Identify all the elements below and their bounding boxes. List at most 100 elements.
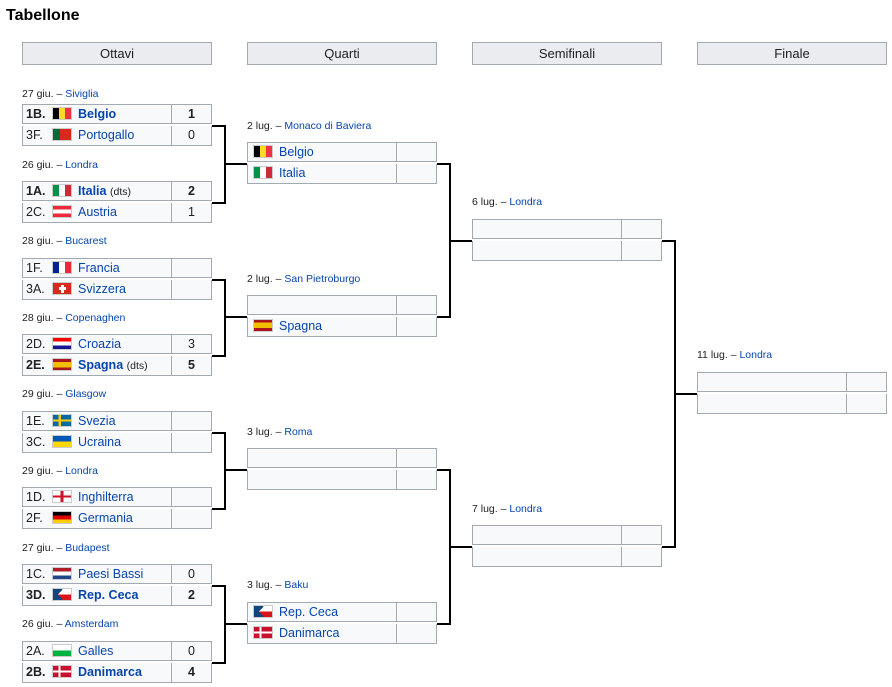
cz-flag-icon xyxy=(253,605,273,618)
match-info: 26 giu. – Londra xyxy=(22,159,98,171)
seed-label: 2D. xyxy=(26,337,46,351)
team-name-link[interactable]: Italia xyxy=(279,166,306,180)
bracket-line xyxy=(224,163,247,165)
bracket-line xyxy=(674,393,697,395)
score-cell: 2 xyxy=(172,586,212,606)
match-city-link[interactable]: Londra xyxy=(739,349,773,361)
score-cell xyxy=(397,470,437,490)
team-name-link[interactable]: Belgio xyxy=(78,107,117,121)
team-name-link[interactable]: Ucraina xyxy=(78,435,122,449)
bracket-line xyxy=(224,469,247,471)
team-cell xyxy=(247,470,397,490)
bracket-line xyxy=(212,355,224,357)
match-city-link[interactable]: Bucarest xyxy=(65,235,107,247)
match-date: 26 giu. – xyxy=(22,618,63,630)
team-name-link[interactable]: Portogallo xyxy=(78,128,135,142)
team-name-link[interactable]: Rep. Ceca xyxy=(78,588,139,602)
match-info: 27 giu. – Siviglia xyxy=(22,88,98,100)
extra-time-note: (dts) xyxy=(109,186,131,198)
match-city-link[interactable]: Budapest xyxy=(65,542,110,554)
match-city-link[interactable]: Londra xyxy=(65,159,98,171)
team-name-link[interactable]: Svezia xyxy=(78,414,116,428)
match-info: 29 giu. – Londra xyxy=(22,465,98,477)
team-name-link[interactable]: Inghilterra xyxy=(78,490,134,504)
be-flag-icon xyxy=(253,145,273,158)
team-cell xyxy=(472,241,622,261)
team-cell: 1D. Inghilterra xyxy=(22,487,172,507)
bracket-line xyxy=(212,202,224,204)
page-title: Tabellone xyxy=(6,7,80,24)
match-city-link[interactable]: Glasgow xyxy=(65,388,107,400)
seed-label: 1D. xyxy=(26,490,46,504)
match-city-link[interactable]: Londra xyxy=(65,465,98,477)
bracket-line xyxy=(449,546,472,548)
team-name-link[interactable]: Danimarca xyxy=(78,665,142,679)
match-date: 11 lug. – xyxy=(697,349,737,361)
bracket-line xyxy=(662,546,674,548)
team-name-link[interactable]: Galles xyxy=(78,644,114,658)
team-name-link[interactable]: Spagna xyxy=(279,319,323,333)
team-cell: 1F. Francia xyxy=(22,258,172,278)
match-city-link[interactable]: Copenaghen xyxy=(65,312,126,324)
bracket-line xyxy=(437,316,449,318)
team-cell xyxy=(247,448,397,468)
it-flag-icon xyxy=(253,166,273,179)
pt-flag-icon xyxy=(52,128,72,141)
team-name-link[interactable]: Danimarca xyxy=(279,626,340,640)
match-city-link[interactable]: Londra xyxy=(509,196,543,208)
team-name-link[interactable]: Francia xyxy=(78,261,120,275)
score-cell: 0 xyxy=(172,126,212,146)
seed-label: 1A. xyxy=(26,184,46,198)
bracket-line xyxy=(224,316,247,318)
se-flag-icon xyxy=(52,414,72,427)
match-date: 3 lug. – xyxy=(247,579,282,591)
match-city-link[interactable]: Amsterdam xyxy=(64,618,119,630)
match-info: 2 lug. – San Pietroburgo xyxy=(247,273,360,285)
team-name-link[interactable]: Croazia xyxy=(78,337,122,351)
team-name-link[interactable]: Svizzera xyxy=(78,282,126,296)
round-header-ottavi: Ottavi xyxy=(22,42,212,65)
team-cell: Belgio xyxy=(247,142,397,162)
bracket-line xyxy=(212,432,224,434)
seed-label: 1F. xyxy=(26,261,43,275)
match-info: 27 giu. – Budapest xyxy=(22,542,110,554)
match-info: 28 giu. – Bucarest xyxy=(22,235,107,247)
team-name-link[interactable]: Rep. Ceca xyxy=(279,605,339,619)
team-cell: 1E. Svezia xyxy=(22,411,172,431)
match-info: 6 lug. – Londra xyxy=(472,196,542,208)
score-cell xyxy=(397,602,437,622)
bracket-line xyxy=(437,469,449,471)
team-cell: Danimarca xyxy=(247,624,397,644)
team-cell: 3A. Svizzera xyxy=(22,280,172,300)
score-cell xyxy=(622,547,662,567)
score-cell xyxy=(397,624,437,644)
seed-label: 1E. xyxy=(26,414,45,428)
team-name-link[interactable]: Germania xyxy=(78,511,133,525)
match-info: 11 lug. – Londra xyxy=(697,349,772,361)
team-name-link[interactable]: Paesi Bassi xyxy=(78,567,144,581)
team-cell xyxy=(472,219,622,239)
match-city-link[interactable]: San Pietroburgo xyxy=(284,273,361,285)
seed-label: 3A. xyxy=(26,282,45,296)
bracket-line xyxy=(224,279,226,357)
match-city-link[interactable]: Monaco di Baviera xyxy=(284,120,372,132)
score-cell xyxy=(172,509,212,529)
match-city-link[interactable]: Baku xyxy=(284,579,309,591)
score-cell: 5 xyxy=(172,356,212,376)
dk-flag-icon xyxy=(253,626,273,639)
team-cell: 1A. Italia (dts) xyxy=(22,181,172,201)
hr-flag-icon xyxy=(52,337,72,350)
match-date: 27 giu. – xyxy=(22,542,63,554)
bracket-line xyxy=(212,662,224,664)
team-name-link[interactable]: Italia xyxy=(78,184,107,198)
match-city-link[interactable]: Roma xyxy=(284,426,313,438)
score-cell xyxy=(622,219,662,239)
match-city-link[interactable]: Londra xyxy=(509,503,543,515)
seed-label: 1B. xyxy=(26,107,46,121)
team-name-link[interactable]: Belgio xyxy=(279,145,314,159)
score-cell xyxy=(172,280,212,300)
match-info: 29 giu. – Glasgow xyxy=(22,388,106,400)
team-name-link[interactable]: Spagna xyxy=(78,358,124,372)
match-city-link[interactable]: Siviglia xyxy=(65,88,99,100)
team-name-link[interactable]: Austria xyxy=(78,205,117,219)
